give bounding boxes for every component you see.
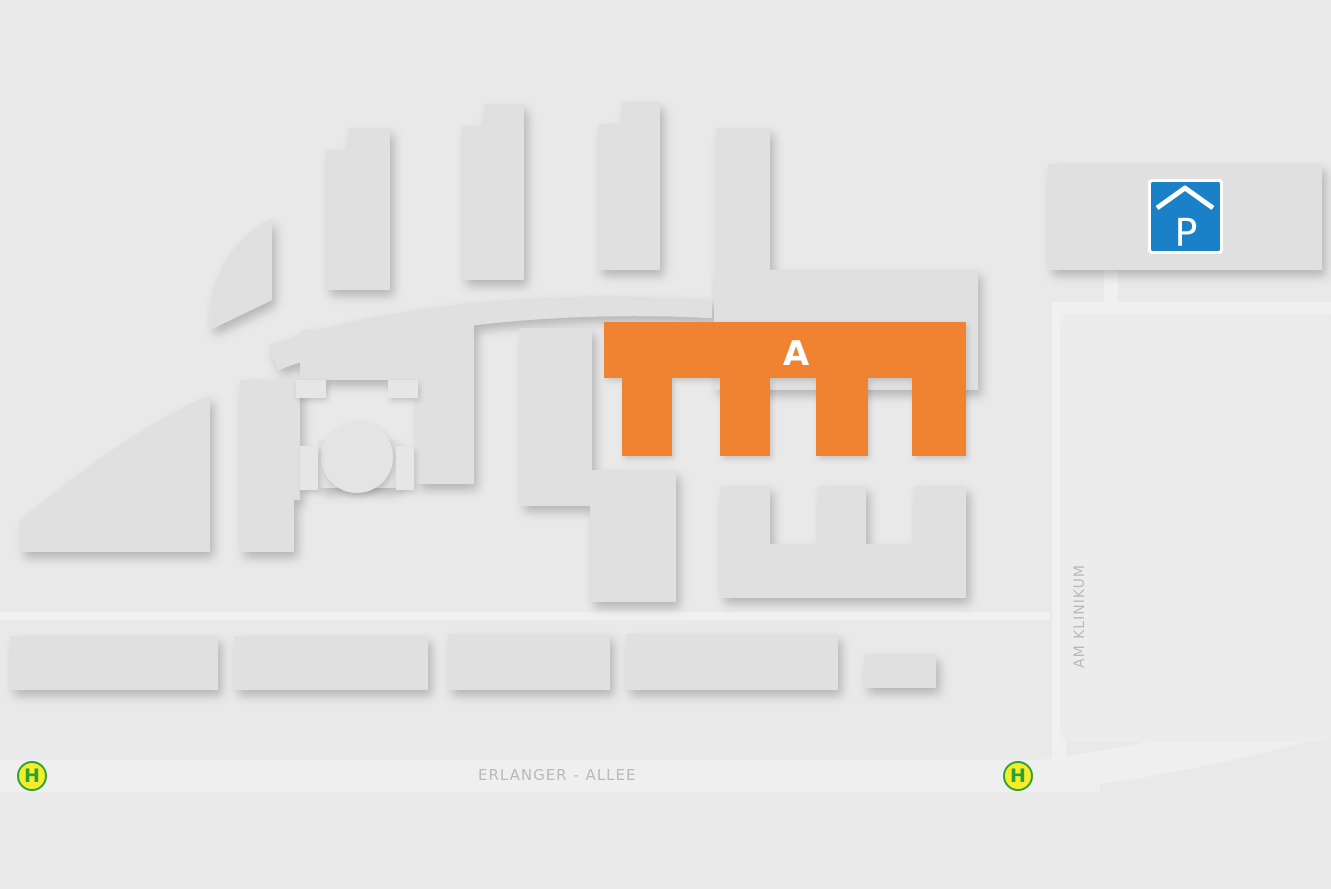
parking-label: P: [1175, 211, 1198, 255]
building-wing-3: [598, 102, 660, 270]
field-east: [1060, 314, 1331, 742]
building-dome: [321, 421, 393, 493]
road-parking-link: [1104, 268, 1118, 308]
building-south-row-5: [864, 654, 936, 688]
bus-stop-icon: H: [24, 765, 40, 787]
building-west-details: [296, 380, 418, 490]
parking-roof-icon: [1155, 185, 1215, 211]
building-center-south: [590, 470, 676, 602]
building-wedge: [20, 395, 210, 552]
building-a[interactable]: [604, 322, 966, 456]
building-south-row-1: [10, 636, 218, 690]
building-wing-4: [716, 128, 770, 270]
road-erlanger-allee: [0, 760, 1100, 792]
road-south-edge: [0, 612, 1050, 620]
parking-garage-icon: [1148, 179, 1223, 254]
bus-stop-icon: H: [1010, 765, 1026, 787]
building-south-row-3: [448, 634, 610, 690]
building-crescent: [209, 218, 272, 330]
street-label-erlanger-allee: ERLANGER - ALLEE: [478, 766, 637, 784]
street-label-am-klinikum: AM KLINIKUM: [1072, 564, 1088, 668]
building-south-row-4: [626, 634, 838, 690]
building-south-row-2: [234, 636, 428, 690]
building-west-complex: [240, 320, 474, 552]
building-wing-2: [462, 104, 524, 280]
building-wing-1: [326, 128, 390, 290]
building-a-label: A: [782, 334, 810, 374]
building-curved-bridge: [268, 296, 712, 370]
bus-stop-east[interactable]: H: [1003, 761, 1033, 791]
building-center-block: [520, 328, 592, 506]
road-parking-access: [1052, 302, 1331, 314]
bus-stop-west[interactable]: H: [17, 761, 47, 791]
building-south-comb: [720, 486, 966, 598]
roads: [0, 268, 1331, 792]
